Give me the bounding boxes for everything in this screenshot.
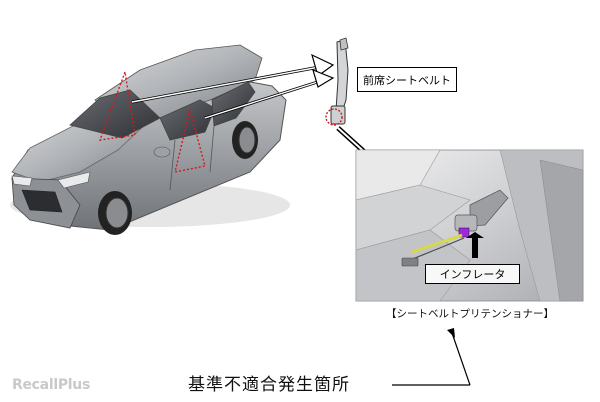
defect-location-label: 基準不適合発生箇所	[188, 375, 350, 395]
inflator-text: インフレータ	[439, 268, 506, 281]
inflator-label: インフレータ	[425, 264, 520, 284]
pointer-arrows	[131, 53, 335, 120]
pretensioner-caption: 【シートベルトプリテンショナー】	[386, 308, 554, 320]
car-illustration	[10, 44, 290, 235]
seat-belt-assembly	[325, 37, 349, 126]
watermark: RecallPlus	[12, 377, 90, 393]
location-pointer	[392, 328, 471, 386]
front-seat-belt-label: 前席シートベルト	[357, 67, 457, 92]
front-seat-belt-text: 前席シートベルト	[363, 73, 451, 87]
